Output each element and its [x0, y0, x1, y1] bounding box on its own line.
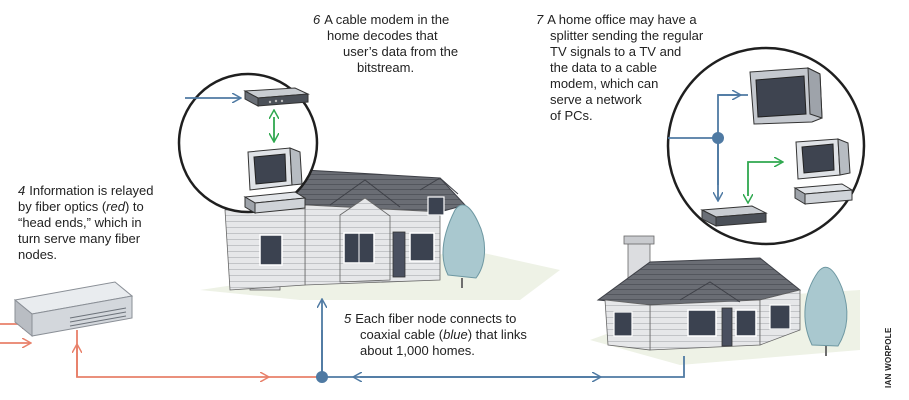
- home-office-zoom-circle: [666, 46, 866, 246]
- caption-5-number: 5: [344, 311, 352, 326]
- tree-right-icon: [804, 266, 848, 356]
- modem-zoom-circle: [177, 72, 319, 214]
- caption-6-number: 6: [313, 12, 321, 27]
- fiber-node-junction: [316, 371, 328, 383]
- computer-icon: [243, 147, 307, 214]
- computer-right-icon: [793, 138, 854, 205]
- fiber-optic-line: [0, 324, 320, 377]
- illustrator-credit: IAN WORPOLE: [884, 327, 893, 388]
- fiber-node-box-icon: [13, 281, 134, 338]
- house-right-icon: [596, 235, 802, 351]
- caption-7-number: 7: [536, 12, 544, 27]
- coaxial-cable-line: [322, 300, 685, 377]
- cable-modem-icon: [243, 87, 310, 107]
- caption-4-number: 4: [18, 183, 26, 198]
- tv-icon: [749, 67, 823, 125]
- tree-left-icon: [442, 204, 485, 288]
- house-left-icon: [224, 169, 466, 291]
- splitter-icon: [712, 132, 724, 144]
- cable-modem-right-icon: [700, 205, 768, 227]
